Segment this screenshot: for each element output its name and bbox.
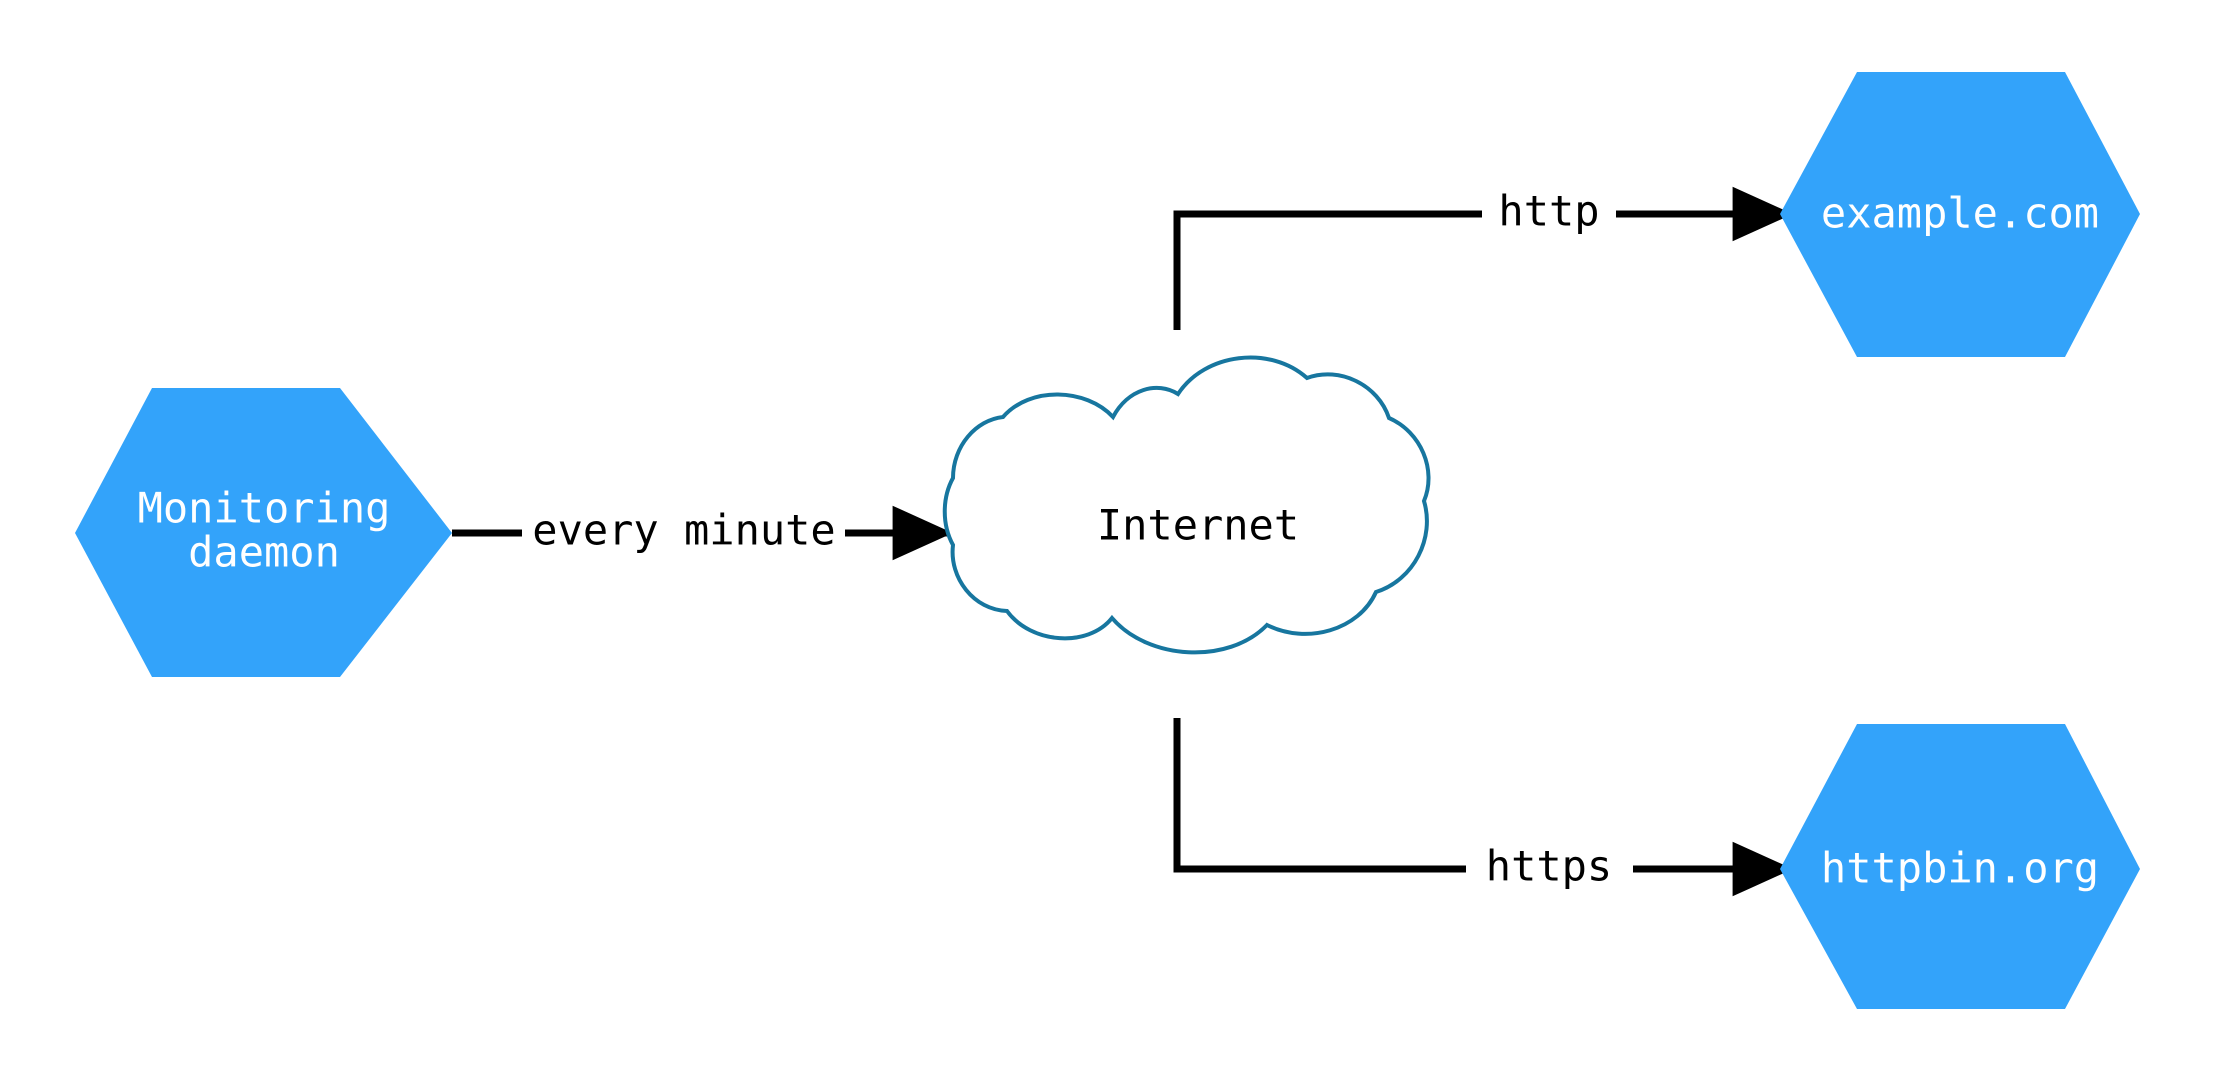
cloud-shape bbox=[942, 355, 1431, 655]
node-monitoring-daemon[interactable]: Monitoring daemon bbox=[75, 388, 452, 677]
hexagon-shape bbox=[1780, 72, 2140, 357]
hexagon-shape bbox=[1780, 724, 2140, 1009]
edge-label-https: https bbox=[1486, 842, 1612, 891]
node-httpbin-org[interactable]: httpbin.org bbox=[1780, 724, 2140, 1009]
edge-label-http: http bbox=[1498, 187, 1599, 236]
edge-elbow-down bbox=[1173, 718, 1466, 873]
node-label-httpbin-org: httpbin.org bbox=[1821, 844, 2099, 893]
hexagon-shape bbox=[75, 388, 452, 677]
edge-internet-to-example: http bbox=[1173, 187, 1793, 330]
node-example-com[interactable]: example.com bbox=[1780, 72, 2140, 357]
edge-daemon-to-internet: every minute bbox=[452, 506, 953, 561]
node-label-monitoring-daemon-line1: Monitoring bbox=[138, 484, 391, 533]
node-label-internet: Internet bbox=[1097, 501, 1299, 550]
node-label-example-com: example.com bbox=[1821, 189, 2099, 238]
edge-internet-to-httpbin: https bbox=[1173, 718, 1793, 897]
node-label-monitoring-daemon-line2: daemon bbox=[188, 528, 340, 577]
node-internet[interactable]: Internet bbox=[942, 355, 1431, 655]
edge-elbow-up bbox=[1173, 210, 1482, 330]
edge-label-every-minute: every minute bbox=[532, 506, 835, 555]
